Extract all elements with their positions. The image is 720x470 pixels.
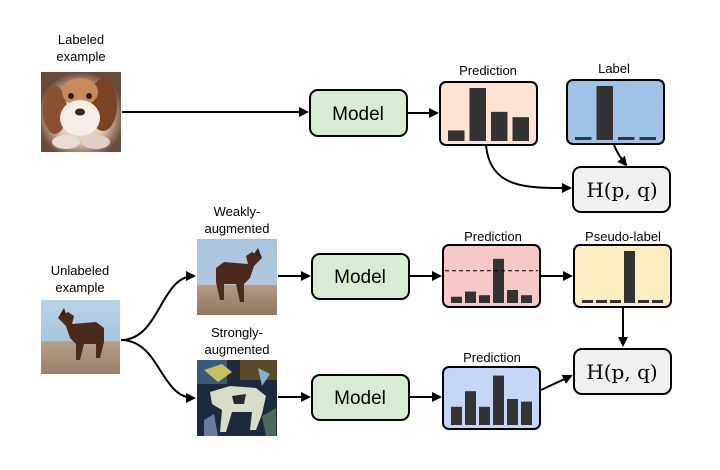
strong-prediction-bar-1 <box>451 406 462 425</box>
weak-horse-image <box>197 239 277 315</box>
cross-entropy-label-bottom: H(p, q) <box>586 360 657 384</box>
cross-entropy-box-bottom: H(p, q) <box>573 348 672 395</box>
pseudo-label-box <box>573 244 672 308</box>
top-label-title: Label <box>598 61 630 76</box>
strong-prediction-bar-6 <box>521 401 532 425</box>
weak-title-line2: augmented <box>204 221 269 236</box>
unlabeled-title-line2: example <box>55 280 104 295</box>
cross-entropy-box-top: H(p, q) <box>572 166 671 213</box>
labeled-dog-image <box>41 72 121 152</box>
top-label-bar-4 <box>639 137 656 140</box>
strong-prediction-bar-2 <box>465 391 476 425</box>
strong-horse-image <box>197 360 277 436</box>
top-prediction-bar-2 <box>469 88 486 141</box>
strong-prediction-bar-5 <box>507 399 518 425</box>
strong-title-line1: Strongly- <box>211 325 263 340</box>
model-box-top: Model <box>309 89 408 137</box>
top-label-bar-2 <box>596 86 613 140</box>
pseudo-label-bar-2 <box>596 300 607 303</box>
unlabeled-horse-image <box>41 300 120 374</box>
strong-prediction-title: Prediction <box>463 350 521 365</box>
top-prediction-bar-1 <box>448 130 465 141</box>
strong-prediction-bar-3 <box>479 406 490 425</box>
top-prediction-box <box>439 81 538 146</box>
model-box-weak: Model <box>311 253 410 300</box>
pseudo-label-bar-6 <box>652 300 663 303</box>
weak-prediction-bar-3 <box>479 295 490 303</box>
arrow-unlabeled-to-strong <box>120 339 196 403</box>
arrow-label-to-h <box>613 144 628 167</box>
top-prediction-bar-4 <box>512 117 529 141</box>
top-prediction-title: Prediction <box>459 63 517 78</box>
weak-prediction-bar-1 <box>451 296 462 303</box>
top-label-box <box>566 79 665 145</box>
arrow-prediction-to-h <box>485 144 572 194</box>
pseudo-label-title: Pseudo-label <box>585 229 661 244</box>
weak-prediction-bar-5 <box>507 290 518 303</box>
unlabeled-title-line1: Unlabeled <box>51 263 110 278</box>
pseudo-label-bar-3 <box>610 300 621 303</box>
weak-prediction-title: Prediction <box>464 229 522 244</box>
top-prediction-bar-3 <box>491 111 508 141</box>
weak-title-line1: Weakly- <box>214 204 261 219</box>
model-label-weak: Model <box>334 267 386 288</box>
strong-title-line2: augmented <box>204 342 269 357</box>
strong-prediction-box <box>442 366 541 430</box>
model-label-top: Model <box>332 104 384 125</box>
arrow-strong-prediction-to-h <box>540 374 573 391</box>
top-label-bar-1 <box>575 137 592 140</box>
arrow-unlabeled-to-weak <box>120 271 196 341</box>
cross-entropy-label-top: H(p, q) <box>586 178 657 202</box>
weak-prediction-box <box>442 244 541 308</box>
pseudo-label-bar-5 <box>638 300 649 303</box>
pseudo-label-bar-4 <box>624 251 635 303</box>
weak-prediction-bar-6 <box>521 295 532 303</box>
weak-prediction-bar-4 <box>493 258 504 303</box>
pseudo-label-bar-1 <box>582 300 593 303</box>
weak-prediction-bar-2 <box>465 291 476 303</box>
labeled-title-line2: example <box>56 49 105 64</box>
strong-prediction-bar-4 <box>493 375 504 425</box>
top-label-bar-3 <box>618 137 635 140</box>
model-box-strong: Model <box>311 374 410 421</box>
labeled-title-line1: Labeled <box>58 32 104 47</box>
model-label-strong: Model <box>334 388 386 409</box>
